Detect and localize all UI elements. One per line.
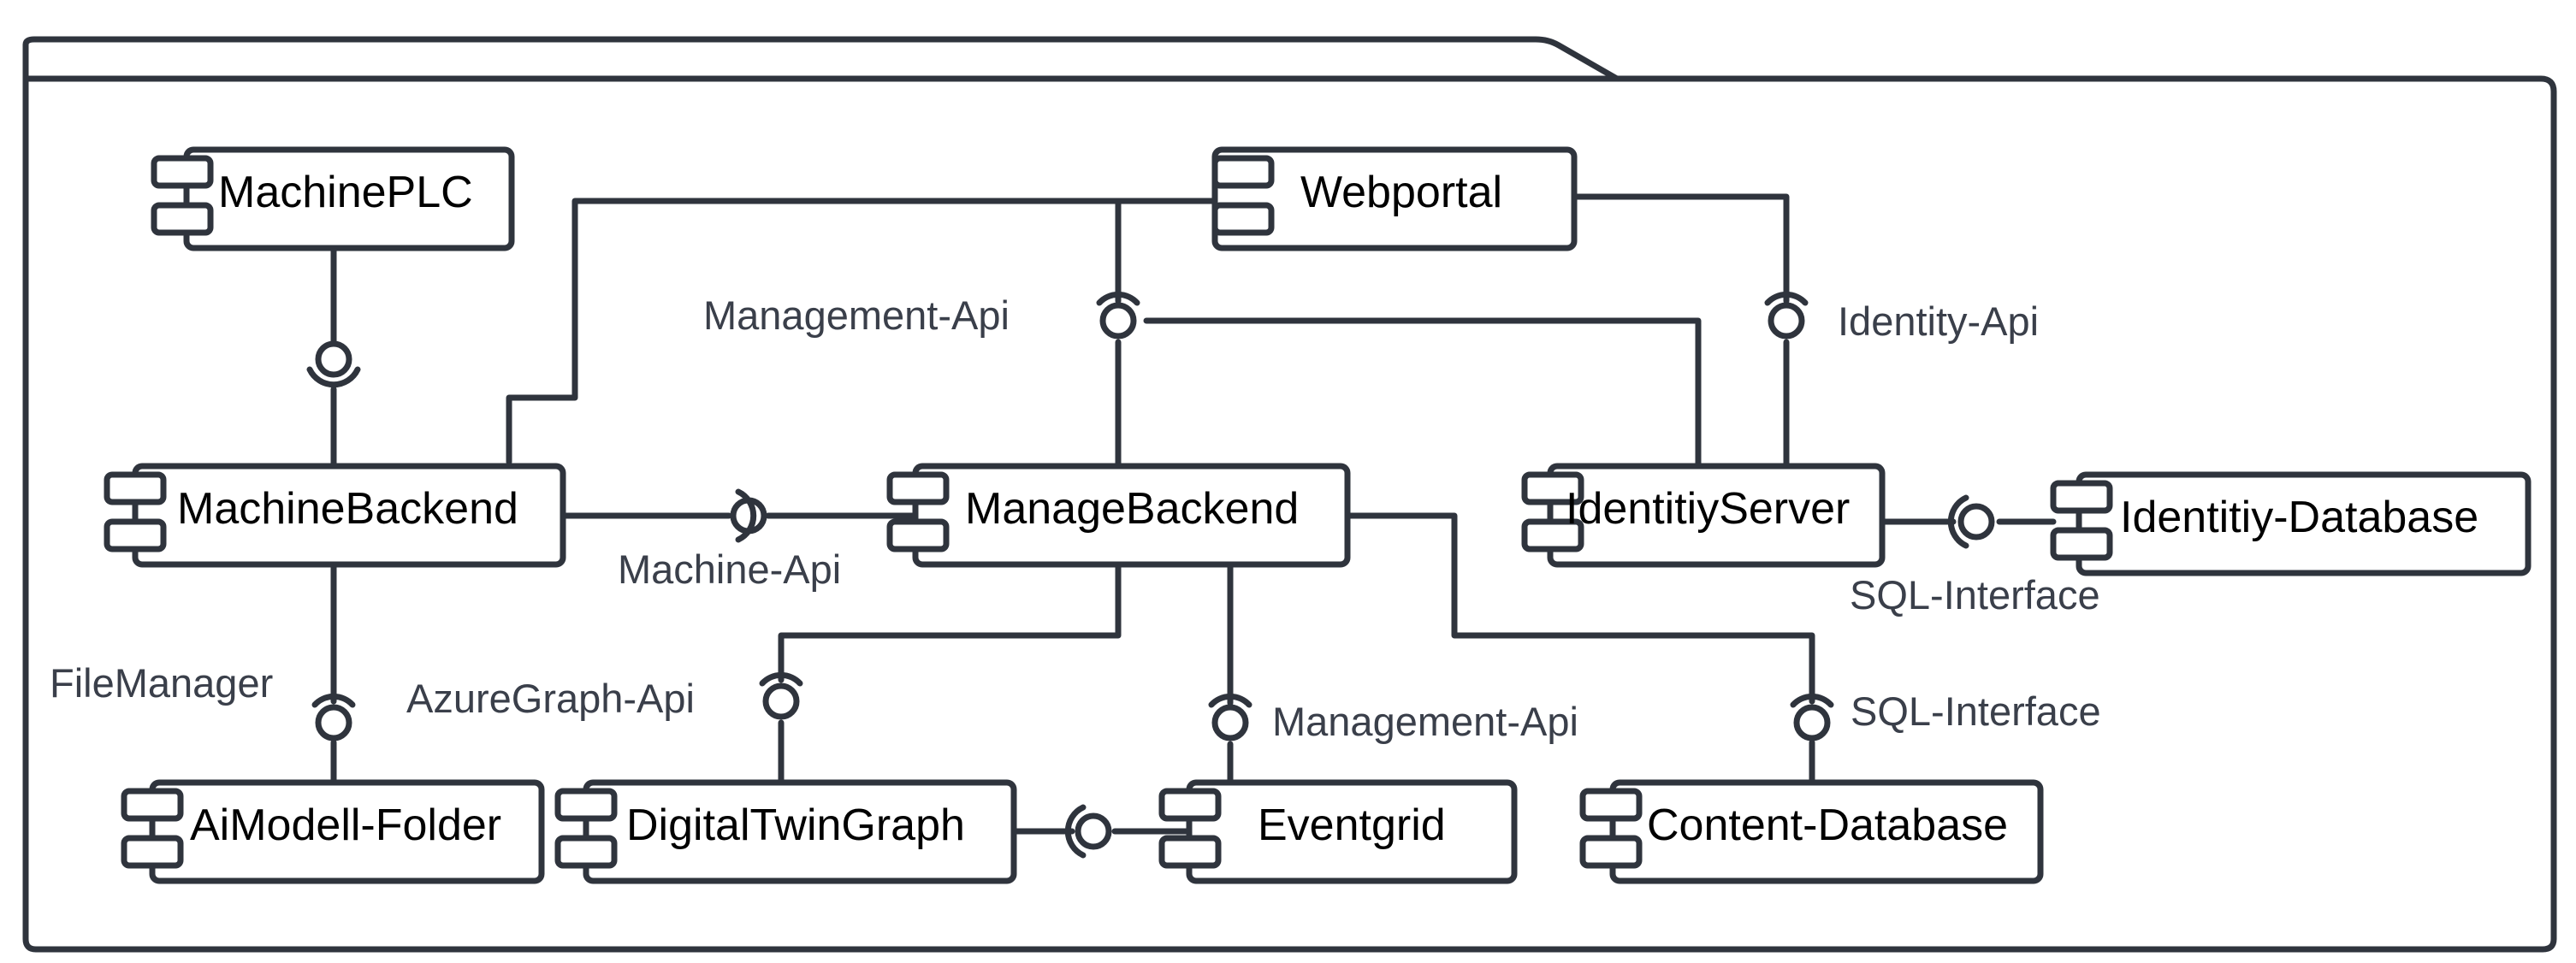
interface-symbol-management-api-eventgrid (1208, 693, 1252, 741)
interface-label-management-api-top: Management-Api (703, 292, 1010, 338)
component-icon (1579, 835, 1643, 869)
component-label-eventgrid: Eventgrid (1258, 801, 1446, 850)
component-aimodell-folder[interactable] (121, 779, 545, 884)
component-icon (1158, 788, 1222, 822)
component-icon (2050, 480, 2113, 514)
component-identity-database[interactable] (2050, 471, 2532, 576)
interface-symbol-identity-api (1764, 291, 1809, 340)
interface-label-sql-content: SQL-Interface (1851, 688, 2101, 734)
component-machineplc[interactable] (151, 146, 515, 251)
component-icon (1579, 788, 1643, 822)
interface-label-filemanager: FileManager (50, 660, 273, 706)
component-content-database[interactable] (1579, 779, 2044, 884)
interface-label-machine-api: Machine-Api (618, 546, 841, 592)
interface-symbol-azuregraph (759, 671, 803, 720)
connector-machinebackend-webportal (506, 198, 1218, 465)
interface-symbol-sql-identity (1947, 494, 1995, 549)
interface-label-sql-identity: SQL-Interface (1850, 572, 2100, 617)
component-label-digitaltwingraph: DigitalTwinGraph (626, 801, 965, 850)
component-icon (554, 835, 618, 869)
interface-symbol-machine-api (730, 488, 767, 543)
component-machinebackend[interactable] (104, 463, 566, 568)
connector-identityserver-managementapi (1143, 317, 1702, 470)
component-label-identityserver: IdentitiyServer (1566, 484, 1850, 534)
interface-label-azuregraph-api: AzureGraph-Api (406, 676, 695, 721)
component-label-webportal: Webportal (1300, 168, 1502, 217)
component-managebackend[interactable] (886, 463, 1351, 568)
interface-symbol-plc (306, 340, 361, 388)
component-identityserver[interactable] (1521, 463, 1886, 568)
interface-symbol-filemanager (311, 693, 356, 741)
component-label-managebackend: ManageBackend (965, 484, 1299, 534)
component-label-machinebackend: MachineBackend (177, 484, 518, 534)
component-icon (121, 788, 184, 822)
component-label-identity-database: Identitiy-Database (2120, 493, 2478, 542)
interface-label-management-api-eventgrid: Management-Api (1272, 699, 1578, 744)
component-webportal[interactable] (1211, 146, 1578, 251)
connector-managebackend-azuregraph (778, 563, 1122, 683)
component-label-content-database: Content-Database (1647, 801, 2008, 850)
connector-webportal-identityapi (1571, 193, 1790, 304)
component-icon (2050, 527, 2113, 561)
interface-symbol-sql-content (1790, 693, 1834, 741)
interface-symbol-eventgrid-link (1064, 804, 1112, 859)
component-icon (1211, 202, 1275, 236)
component-icon (1521, 471, 1584, 505)
interface-label-identity-api: Identity-Api (1838, 298, 2039, 344)
component-icon (121, 835, 184, 869)
component-icon (104, 518, 167, 552)
connectors (330, 193, 2057, 835)
component-icon (886, 518, 950, 552)
connector-managebackend-content (1344, 512, 1815, 705)
component-icon (151, 155, 214, 189)
component-icon (554, 788, 618, 822)
component-eventgrid[interactable] (1158, 779, 1518, 884)
component-label-machineplc: MachinePLC (218, 168, 473, 217)
component-digitaltwingraph[interactable] (554, 779, 1017, 884)
component-icon (151, 202, 214, 236)
component-icon (1521, 518, 1584, 552)
package-frame (22, 36, 2557, 953)
component-label-aimodell-folder: AiModell-Folder (190, 801, 501, 850)
component-icon (1158, 835, 1222, 869)
component-icon (886, 471, 950, 505)
component-icon (104, 471, 167, 505)
component-icon (1211, 155, 1275, 189)
interface-symbol-management-api-top (1096, 291, 1140, 340)
